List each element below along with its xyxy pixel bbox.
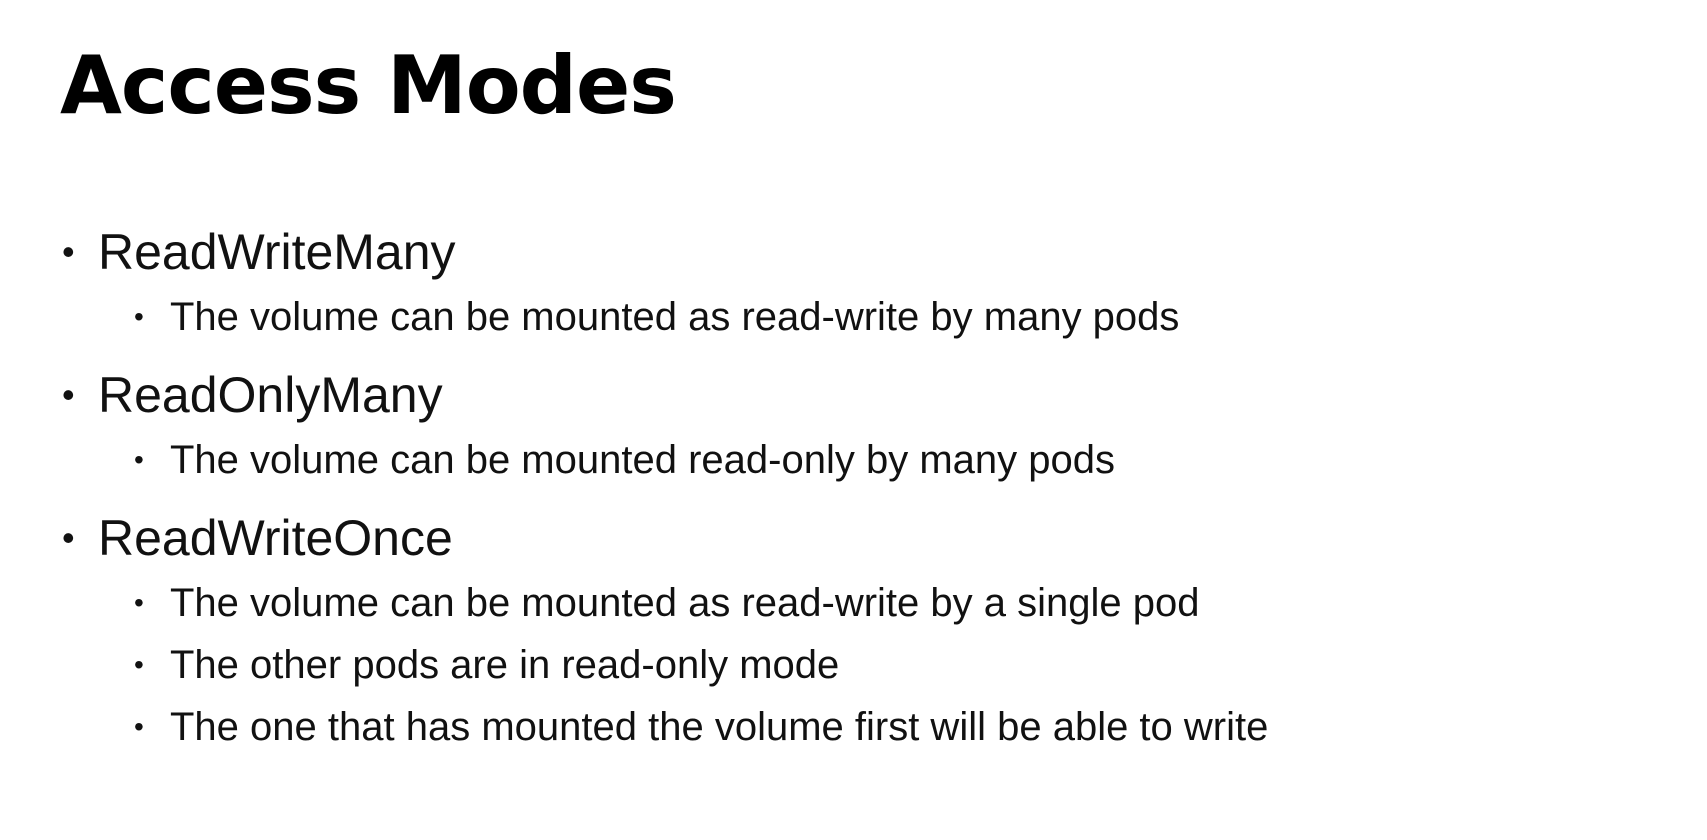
list-item-label: ReadWriteMany (98, 224, 456, 280)
bullet-icon: • (134, 301, 144, 332)
sub-list-item-text: The volume can be mounted as read-write … (170, 295, 1180, 339)
sub-list-item-text: The volume can be mounted as read-write … (170, 581, 1200, 625)
bullet-icon: • (62, 517, 75, 558)
list-item-label: ReadWriteOnce (98, 510, 453, 566)
sub-list-item: • The volume can be mounted as read-write… (134, 292, 1179, 342)
sub-list-item: • The other pods are in read-only mode (134, 640, 839, 690)
bullet-icon: • (134, 649, 144, 680)
sub-list-item-text: The volume can be mounted read-only by m… (170, 438, 1115, 482)
bullet-icon: • (62, 374, 75, 415)
bullet-icon: • (134, 711, 144, 742)
bullet-icon: • (134, 587, 144, 618)
sub-list-item: • The one that has mounted the volume fir… (134, 702, 1268, 752)
sub-list-item-text: The one that has mounted the volume firs… (170, 705, 1269, 749)
sub-list-item: • The volume can be mounted as read-write… (134, 578, 1199, 628)
list-item-label: ReadOnlyMany (98, 367, 443, 423)
sub-list-item-text: The other pods are in read-only mode (170, 643, 840, 687)
bullet-icon: • (62, 231, 75, 272)
sub-list-item: • The volume can be mounted read-only by … (134, 435, 1115, 485)
page-title: Access Modes (60, 39, 677, 132)
list-item-readwritemany: • ReadWriteMany (62, 222, 456, 282)
bullet-icon: • (134, 444, 144, 475)
list-item-readonlymany: • ReadOnlyMany (62, 365, 443, 425)
list-item-readwriteonce: • ReadWriteOnce (62, 508, 453, 568)
